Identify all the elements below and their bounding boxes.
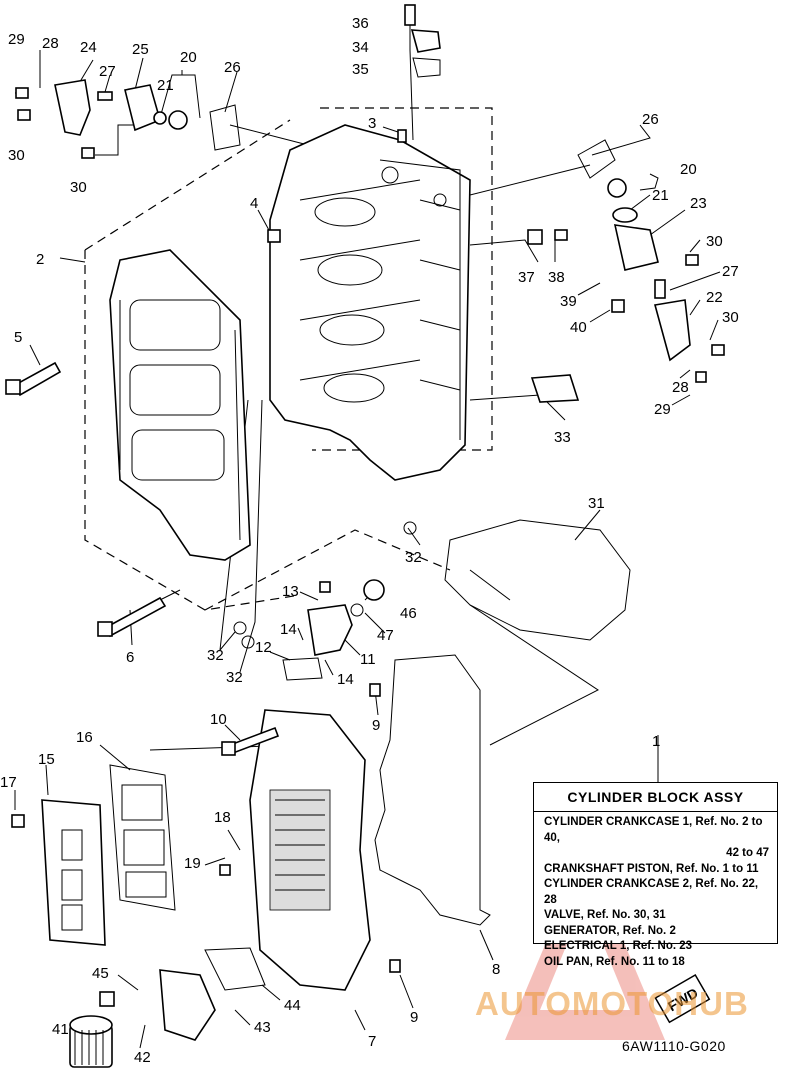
crankcase-block bbox=[109, 249, 251, 561]
callout-label: 43 bbox=[254, 1019, 271, 1036]
callout-label: 28 bbox=[672, 379, 689, 396]
legend-title: CYLINDER BLOCK ASSY bbox=[567, 789, 744, 805]
oil-filter bbox=[69, 947, 266, 1068]
legend-line: VALVE, Ref. No. 30, 31 bbox=[544, 909, 666, 921]
callout-label: 29 bbox=[8, 31, 25, 48]
callout-label: 39 bbox=[560, 293, 577, 310]
callout-label: 30 bbox=[722, 309, 739, 326]
bolts bbox=[5, 87, 725, 1007]
callout-label: 41 bbox=[52, 1021, 69, 1038]
callout-label: 26 bbox=[224, 59, 241, 76]
callout-label: 20 bbox=[680, 161, 697, 178]
callout-label: 32 bbox=[405, 549, 422, 566]
callout-label: 29 bbox=[654, 401, 671, 418]
callout-label: 9 bbox=[372, 717, 380, 734]
legend-line: CRANKSHAFT PISTON, Ref. No. 1 to 11 bbox=[544, 862, 759, 875]
callout-label: 20 bbox=[180, 49, 197, 66]
callout-label: 21 bbox=[652, 187, 669, 204]
callout-label: 31 bbox=[588, 495, 605, 512]
callout-label: 22 bbox=[706, 289, 723, 306]
callout-label: 23 bbox=[690, 195, 707, 212]
callout-label: 18 bbox=[214, 809, 231, 826]
callout-label: 21 bbox=[157, 77, 174, 94]
callout-label: 38 bbox=[548, 269, 565, 286]
cylinder-block bbox=[269, 124, 471, 481]
callout-label: 45 bbox=[92, 965, 109, 982]
callout-label: 30 bbox=[706, 233, 723, 250]
legend-line: GENERATOR, Ref. No. 2 bbox=[544, 924, 676, 937]
legend-line: CYLINDER CRANKCASE 1, Ref. No. 2 to 40, bbox=[544, 816, 763, 844]
top-sensor bbox=[404, 4, 441, 78]
oil-pan bbox=[249, 709, 371, 991]
cover-plate bbox=[41, 764, 176, 946]
thermostat-housing-left bbox=[54, 79, 241, 151]
legend-line: ELECTRICAL 1, Ref. No. 23 bbox=[544, 940, 693, 952]
gasket-31 bbox=[444, 519, 631, 641]
legend-divider bbox=[534, 811, 777, 812]
callout-label: 12 bbox=[255, 639, 272, 656]
callout-label: 42 bbox=[134, 1049, 151, 1066]
callout-label: 34 bbox=[352, 39, 369, 56]
callout-label: 30 bbox=[70, 179, 87, 196]
callout-label: 9 bbox=[410, 1009, 418, 1026]
gasket-8 bbox=[374, 654, 491, 926]
callout-label: 6 bbox=[126, 649, 134, 666]
callout-label: 36 bbox=[352, 15, 369, 32]
callout-label: 35 bbox=[352, 61, 369, 78]
callout-label: 5 bbox=[14, 329, 22, 346]
callout-label: 25 bbox=[132, 41, 149, 58]
legend-box: CYLINDER BLOCK ASSY CYLINDER CRANKCASE 1… bbox=[533, 782, 778, 968]
callout-label: 13 bbox=[282, 583, 299, 600]
callout-label: 24 bbox=[80, 39, 97, 56]
legend-line: OIL PAN, Ref. No. 11 to 18 bbox=[544, 955, 685, 968]
watermark-triangle bbox=[505, 850, 665, 1040]
sensor-parts bbox=[233, 521, 417, 973]
legend-line: 42 to 47 bbox=[726, 847, 769, 859]
callout-label: 37 bbox=[518, 269, 535, 286]
callout-label: 28 bbox=[42, 35, 59, 52]
legend-lines: CYLINDER CRANKCASE 1, Ref. No. 2 to 40, … bbox=[544, 815, 769, 970]
callout-label: 15 bbox=[38, 751, 55, 768]
callout-label: 8 bbox=[492, 961, 500, 978]
callout-label: 14 bbox=[337, 671, 354, 688]
callout-label: 40 bbox=[570, 319, 587, 336]
thermostat-housing-right bbox=[527, 139, 691, 403]
callout-label: 47 bbox=[377, 627, 394, 644]
callout-label: 44 bbox=[284, 997, 301, 1014]
callout-label: 46 bbox=[400, 605, 417, 622]
callout-label: 10 bbox=[210, 711, 227, 728]
callout-label: 26 bbox=[642, 111, 659, 128]
callout-numbers: 36 34 35 29 28 24 25 20 27 21 26 30 30 3… bbox=[0, 15, 739, 1066]
legend-line: CYLINDER CRANKCASE 2, Ref. No. 22, 28 bbox=[544, 878, 759, 906]
callout-label: 19 bbox=[184, 855, 201, 872]
callout-label: 7 bbox=[368, 1033, 376, 1050]
callout-label: 3 bbox=[368, 115, 376, 132]
diagram-code: 6AW1110-G020 bbox=[622, 1038, 726, 1054]
callout-label: 4 bbox=[250, 195, 258, 212]
callout-label: 33 bbox=[554, 429, 571, 446]
callout-label: 14 bbox=[280, 621, 297, 638]
callout-label: 2 bbox=[36, 251, 44, 268]
callout-label: 32 bbox=[207, 647, 224, 664]
callout-label: 11 bbox=[360, 651, 376, 668]
callout-label: 1 bbox=[652, 733, 660, 750]
callout-label: 16 bbox=[76, 729, 93, 746]
callout-label: 17 bbox=[0, 774, 17, 791]
callout-label: 27 bbox=[99, 63, 116, 80]
watermark-text: AUTOMOTOHUB bbox=[475, 985, 749, 1022]
callout-label: 27 bbox=[722, 263, 739, 280]
callout-label: 30 bbox=[8, 147, 25, 164]
callout-label: 32 bbox=[226, 669, 243, 686]
